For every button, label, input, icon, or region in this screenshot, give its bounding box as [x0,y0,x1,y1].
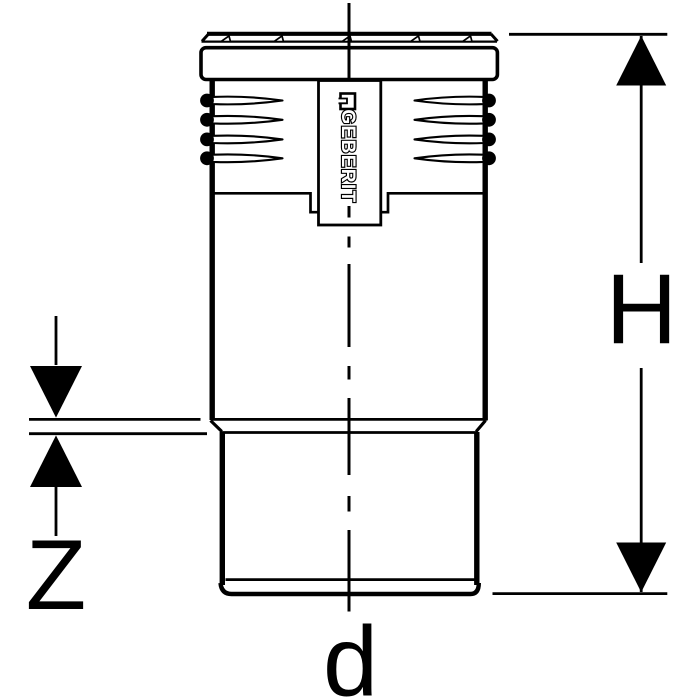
svg-text:H: H [606,253,678,364]
svg-text:GEBERIT: GEBERIT [337,109,358,203]
svg-text:Z: Z [26,519,86,630]
svg-text:d: d [323,606,378,700]
